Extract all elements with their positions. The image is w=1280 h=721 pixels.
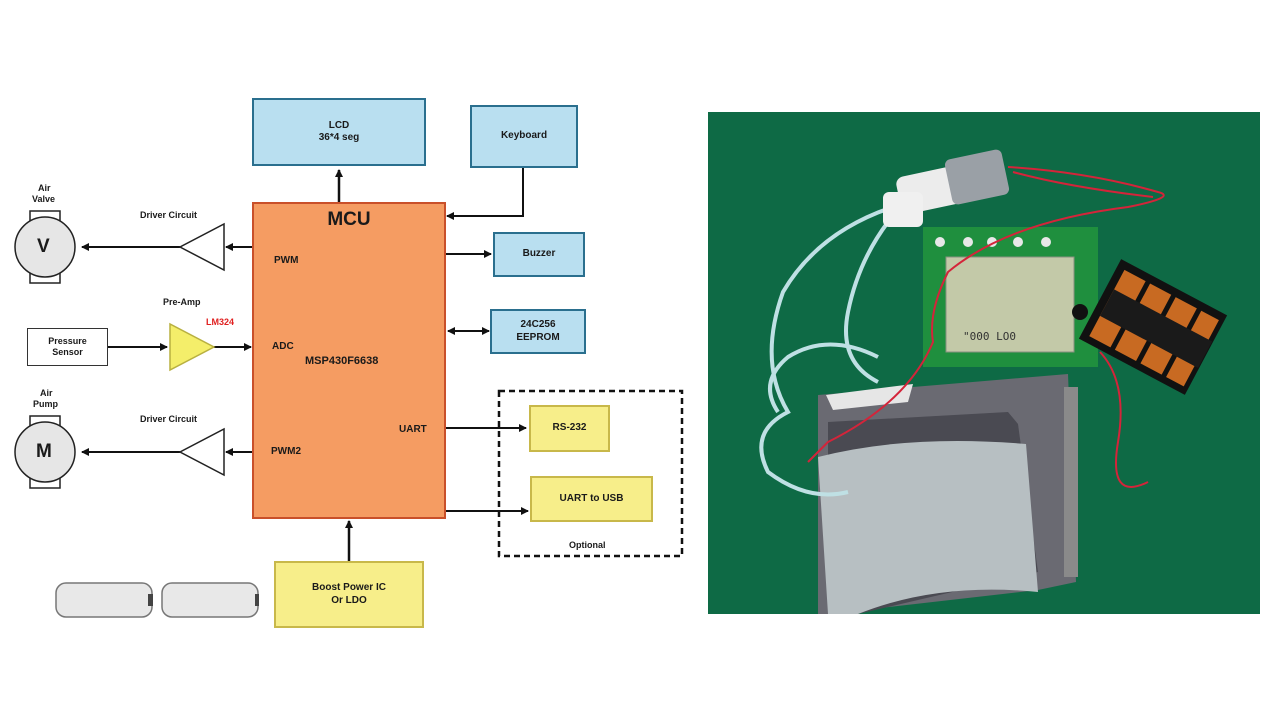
rs232-label: RS-232 bbox=[552, 422, 587, 434]
preamp-label: Pre-Amp bbox=[163, 297, 201, 307]
air-valve-label-1: Air bbox=[38, 183, 51, 193]
buzzer-label: Buzzer bbox=[522, 248, 556, 260]
power-label-1: Boost Power IC bbox=[312, 582, 386, 593]
mcu-pin-pwm2: PWM2 bbox=[271, 446, 301, 457]
mcu-title: MCU bbox=[327, 209, 371, 230]
uart-usb-block: UART to USB bbox=[530, 476, 653, 522]
mcu-pin-adc: ADC bbox=[272, 341, 294, 352]
lcd-block: LCD 36*4 seg bbox=[252, 98, 426, 166]
optional-group-border bbox=[497, 389, 684, 558]
driver-circuit-1-label: Driver Circuit bbox=[140, 210, 198, 220]
eeprom-block: 24C256 EEPROM bbox=[490, 309, 586, 354]
air-pump-label-1: Air bbox=[40, 388, 53, 398]
wire-keyboard-mcu bbox=[446, 168, 524, 220]
air-pump-label-2: Pump bbox=[33, 399, 59, 409]
driver-circuit-1-symbol bbox=[178, 222, 225, 272]
pressure-sensor-label-1: Pressure bbox=[48, 335, 87, 346]
air-valve-symbol bbox=[14, 210, 76, 284]
red-wires bbox=[807, 166, 1165, 488]
rs232-block: RS-232 bbox=[529, 405, 610, 452]
air-tubing bbox=[759, 205, 894, 497]
air-pump-motor bbox=[883, 149, 1010, 227]
lcd-label: LCD bbox=[328, 119, 350, 131]
arm-cuff bbox=[818, 374, 1078, 614]
eeprom-label: EEPROM bbox=[516, 331, 560, 343]
keyboard-label: Keyboard bbox=[500, 130, 548, 142]
eeprom-part: 24C256 bbox=[520, 319, 556, 330]
battery-pack bbox=[1078, 259, 1228, 395]
power-label-2: Or LDO bbox=[331, 594, 367, 606]
preamp-symbol bbox=[169, 322, 216, 372]
lcd-readout: "000 LO0 bbox=[963, 330, 1016, 343]
mcu-block: MCU bbox=[252, 202, 446, 519]
air-valve-label-2: Valve bbox=[32, 194, 56, 204]
keyboard-block: Keyboard bbox=[470, 105, 578, 168]
pressure-sensor-label-2: Sensor bbox=[52, 347, 83, 357]
battery-1-icon bbox=[55, 582, 153, 618]
driver-circuit-2-symbol bbox=[178, 427, 225, 477]
pressure-sensor-block: Pressure Sensor bbox=[27, 328, 108, 366]
mcu-part-number: MSP430F6638 bbox=[305, 355, 379, 367]
air-pump-symbol bbox=[14, 415, 76, 489]
mcu-pin-pwm: PWM bbox=[274, 255, 299, 266]
battery-2-icon bbox=[161, 582, 259, 618]
connection-lines bbox=[14, 168, 684, 618]
prototype-photo: "000 LO0 bbox=[708, 112, 1260, 614]
driver-circuit-2-label: Driver Circuit bbox=[140, 414, 198, 424]
air-pump-glyph: M bbox=[36, 441, 52, 462]
power-block: Boost Power IC Or LDO bbox=[274, 561, 424, 628]
pcb-board: "000 LO0 bbox=[923, 227, 1098, 367]
air-valve-glyph: V bbox=[37, 236, 50, 257]
optional-label: Optional bbox=[569, 540, 606, 550]
lcd-spec: 36*4 seg bbox=[318, 132, 360, 143]
opamp-part-label: LM324 bbox=[206, 317, 235, 327]
buzzer-block: Buzzer bbox=[493, 232, 585, 277]
mcu-pin-uart: UART bbox=[399, 424, 427, 435]
uart-usb-label: UART to USB bbox=[559, 492, 624, 504]
